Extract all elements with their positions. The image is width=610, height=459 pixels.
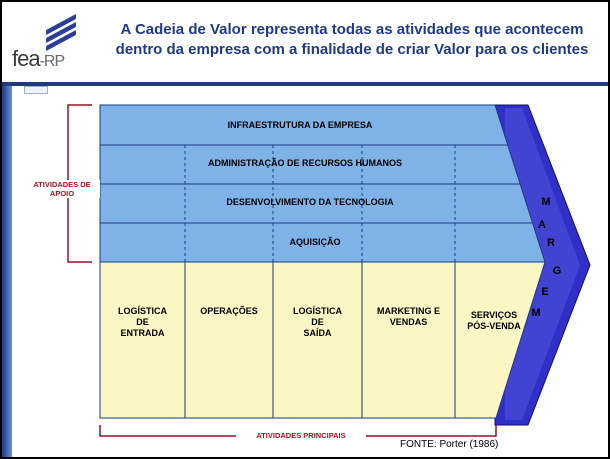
primary-col-3-line-1: LOGÍSTICA: [293, 306, 342, 316]
left-accent-bar: [2, 86, 12, 457]
slide-header: [2, 2, 608, 90]
support-row-infrastructure: INFRAESTRUTURA DA EMPRESA: [227, 120, 373, 130]
fea-rp-logo: fea-RP: [12, 10, 94, 76]
slide-title: A Cadeia de Valor representa todas as at…: [102, 20, 602, 60]
source-note: FONTE: Porter (1986): [400, 439, 499, 450]
primary-col-4-line-2: VENDAS: [389, 317, 428, 327]
primary-col-3-line-3: SAÍDA: [303, 328, 332, 338]
primary-col-1-line-2: DE: [136, 317, 149, 327]
logo-sub: -RP: [39, 53, 66, 70]
primary-activities-block: [99, 261, 546, 419]
title-line-1: A Cadeia de Valor representa todas as at…: [120, 21, 584, 38]
margin-letter-6: M: [531, 307, 541, 319]
primary-col-1-line-3: ENTRADA: [120, 328, 165, 338]
support-group-label: ATIVIDADES DE APOIO: [24, 180, 100, 198]
support-row-procurement: AQUISIÇÃO: [289, 237, 341, 247]
primary-col-4-line-1: MARKETING E: [377, 306, 440, 316]
primary-col-operations: OPERAÇÕES: [185, 306, 273, 317]
support-group-label-line-1: ATIVIDADES DE: [33, 180, 91, 189]
margin-letter-5: E: [541, 286, 549, 298]
margin-letter-2: A: [538, 219, 546, 231]
support-group-label-line-2: APOIO: [49, 189, 75, 198]
margin-letter-4: G: [552, 265, 562, 277]
title-line-2: dentro da empresa com a finalidade de cr…: [115, 41, 589, 58]
primary-col-5-line-1: SERVIÇOS: [470, 310, 518, 320]
left-accent-tab: [24, 86, 48, 94]
primary-col-outbound-logistics: LOGÍSTICA DE SAÍDA: [273, 306, 362, 339]
primary-col-inbound-logistics: LOGÍSTICA DE ENTRADA: [100, 306, 185, 339]
primary-col-3-line-2: DE: [311, 317, 324, 327]
primary-col-after-sales-service: SERVIÇOS PÓS-VENDA: [455, 310, 533, 332]
primary-col-1-line-1: LOGÍSTICA: [118, 306, 167, 316]
primary-col-marketing-sales: MARKETING E VENDAS: [362, 306, 455, 328]
primary-col-5-line-2: PÓS-VENDA: [467, 321, 521, 331]
logo-text: fea-RP: [12, 46, 66, 72]
support-row-hr: ADMINISTRAÇÃO DE RECURSOS HUMANOS: [207, 158, 402, 168]
logo-main: fea: [12, 46, 41, 71]
header-divider: [2, 82, 608, 86]
support-row-technology: DESENVOLVIMENTO DA TECNOLOGIA: [226, 197, 394, 207]
margin-letter-3: R: [547, 237, 555, 249]
primary-group-label: ATIVIDADES PRINCIPAIS: [236, 431, 366, 440]
primary-col-2-line-1: OPERAÇÕES: [200, 306, 258, 316]
margin-letter-1: M: [541, 196, 551, 208]
